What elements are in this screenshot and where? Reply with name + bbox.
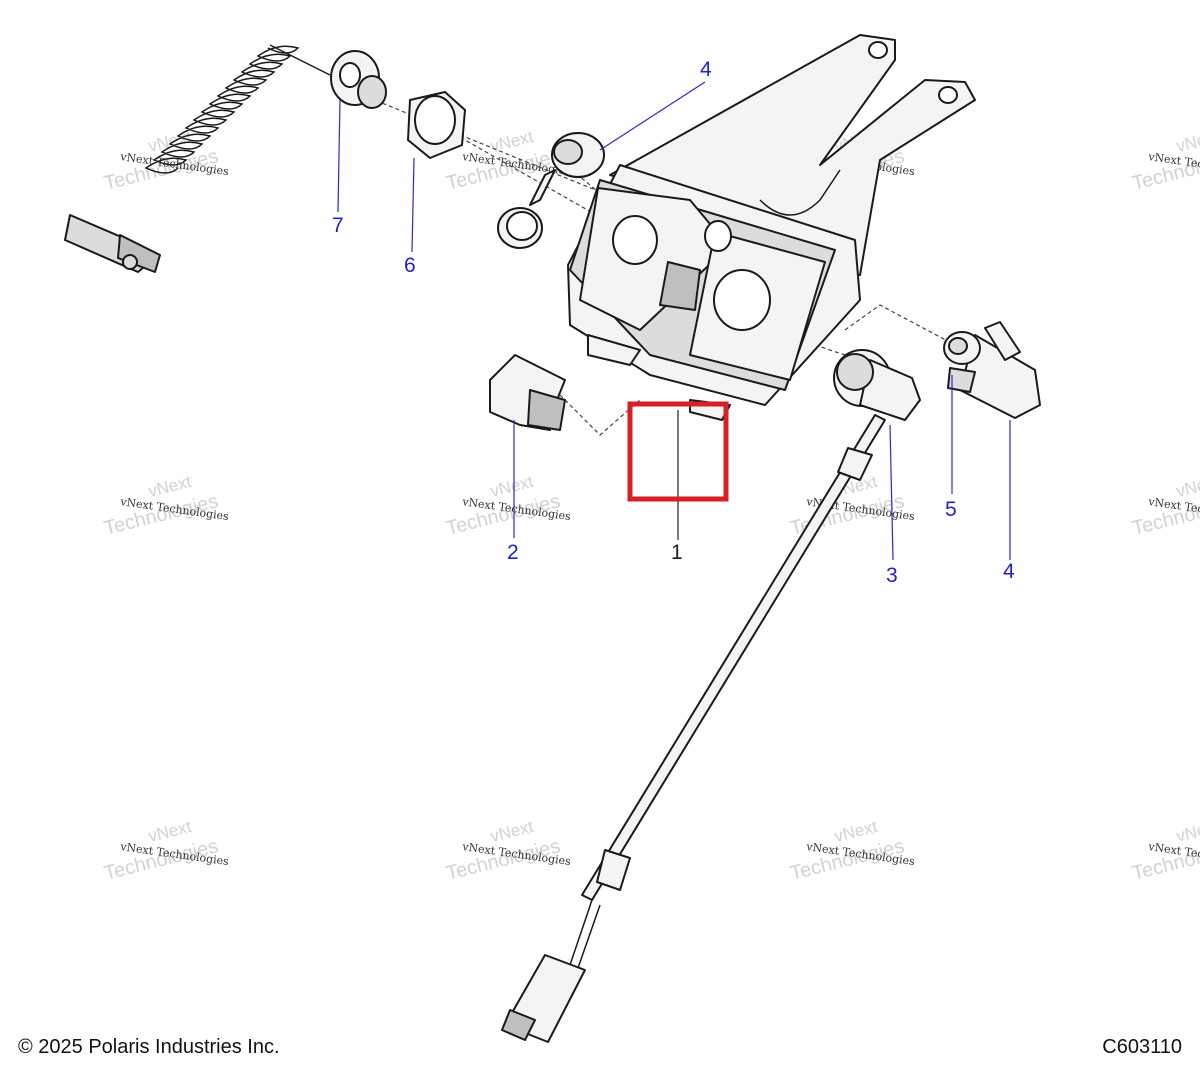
svg-text:vNext: vNext bbox=[1174, 472, 1200, 501]
cap-connector-part-top bbox=[497, 132, 605, 249]
callout-7: 7 bbox=[332, 214, 344, 237]
push-switch-part bbox=[833, 349, 921, 421]
callout-3: 3 bbox=[886, 564, 898, 587]
block-part bbox=[489, 354, 566, 431]
callout-6: 6 bbox=[404, 254, 416, 277]
highlight-box bbox=[627, 401, 729, 502]
side-connector-part bbox=[943, 321, 1041, 419]
copyright-notice: © 2025 Polaris Industries Inc. bbox=[18, 1036, 280, 1058]
callout-4-right: 4 bbox=[1003, 560, 1015, 583]
callout-labels: 4 7 6 2 1 3 5 4 bbox=[332, 58, 1015, 587]
coiled-cord-part bbox=[64, 44, 331, 273]
callout-4-top: 4 bbox=[700, 58, 712, 81]
coiled-cord-connector bbox=[330, 50, 387, 109]
callout-1: 1 bbox=[671, 541, 683, 564]
svg-text:vNext: vNext bbox=[1174, 127, 1200, 156]
leader-lines bbox=[337, 81, 1011, 561]
svg-text:vNext: vNext bbox=[1174, 817, 1200, 846]
hex-nut-part bbox=[407, 91, 466, 159]
callout-2: 2 bbox=[507, 541, 519, 564]
switch-cable bbox=[501, 414, 886, 1043]
switch-housing-part bbox=[567, 164, 861, 421]
mounting-bracket bbox=[609, 34, 976, 276]
callout-5: 5 bbox=[945, 498, 957, 521]
drawing-number: C603110 bbox=[1102, 1036, 1182, 1058]
